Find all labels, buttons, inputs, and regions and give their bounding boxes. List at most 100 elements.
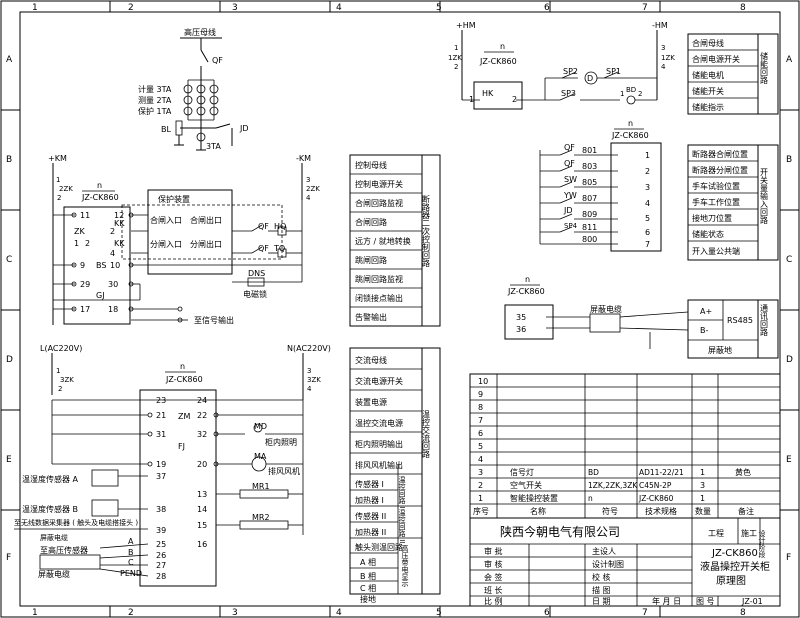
bd-label: 2	[638, 90, 642, 98]
drawing-title: JZ-CK860	[711, 548, 758, 559]
legend-side: 开关量输入回路	[760, 168, 769, 224]
jd-label: JD	[239, 124, 249, 133]
phase-label: A	[128, 537, 134, 546]
phase-label: C	[128, 558, 134, 567]
zk-label: 3ZK	[60, 376, 74, 384]
control-circuit: +KM -KM 1 2ZK 2 3 2ZK 4 n JZ-CK860 11 12…	[48, 154, 320, 325]
n-label: n	[525, 275, 530, 284]
bom-cell-no: 7	[478, 416, 483, 425]
drawing-title: 原理图	[716, 575, 746, 587]
legend-item: 合闸回路	[355, 217, 387, 227]
zm-label: ZM	[178, 412, 190, 421]
legend-item: 闭锁接点输出	[355, 293, 403, 303]
term: 9	[80, 261, 85, 270]
sp-label: SP1	[606, 67, 621, 76]
legend-item: 控制母线	[355, 160, 387, 170]
comm-rs: RS485	[727, 316, 753, 325]
row-label: A	[6, 55, 13, 65]
legend-item: 手车试验位置	[692, 181, 740, 191]
legend-item: 控制电源开关	[355, 179, 403, 189]
col-label: 1	[32, 608, 38, 618]
tq-coil: TQ	[273, 244, 285, 253]
legend-item: 装置电源	[355, 397, 387, 407]
row-label: D	[786, 355, 793, 365]
ta-label: 保护 1TA	[138, 106, 172, 116]
l-label: L(AC220V)	[40, 344, 82, 353]
legend-item: 远方 / 就地转换	[355, 236, 411, 246]
bom-cell-qty: 1	[700, 468, 705, 477]
wire-no: 803	[582, 162, 597, 171]
legend-item: 手车工作位置	[692, 197, 740, 207]
term: 5	[645, 214, 650, 223]
contact-label: JD	[563, 206, 573, 215]
term: 32	[197, 430, 207, 439]
zk-label: 1	[56, 176, 60, 184]
qf-contact: QF	[258, 222, 269, 231]
term: 10	[110, 261, 120, 270]
term: 4	[645, 199, 650, 208]
kk-pos: 2	[85, 239, 90, 248]
input-legend: 断路器合闸位置 断路器分闸位置 手车试验位置 手车工作位置 接地刀位置 储能状态…	[687, 144, 779, 261]
ck860-box-2	[139, 389, 217, 587]
zk-label: 3	[306, 176, 310, 184]
legend-item: 储能开关	[692, 86, 724, 96]
row-label: C	[786, 255, 792, 265]
zk-label: 1	[56, 367, 60, 375]
mr1-label: MR1	[252, 482, 270, 491]
bom-cell-no: 1	[478, 494, 483, 503]
n-label: n	[97, 181, 102, 190]
zk-label: 2	[454, 63, 458, 71]
bom-cell-name: 信号灯	[510, 467, 534, 477]
term: 11	[80, 211, 90, 220]
col-label: 2	[128, 608, 134, 618]
sensor-b-label: 温湿度传感器 B	[22, 504, 78, 514]
row-label: F	[786, 553, 791, 563]
stage-label: 工程	[708, 529, 724, 538]
legend-side: 储能回路	[760, 51, 769, 84]
legend-group: 温控回路 I	[398, 475, 406, 508]
gj-label: GJ	[96, 291, 105, 300]
term: 23	[156, 396, 166, 405]
km-neg-label: -KM	[296, 154, 311, 163]
term: 20	[197, 460, 207, 469]
prot-label: 分闸入口	[150, 240, 182, 249]
contact-label: SW	[564, 175, 577, 184]
bs-label: BS	[96, 261, 106, 270]
zk-label: 3	[307, 367, 311, 375]
legend-item: 交流母线	[355, 355, 387, 365]
tb-left: 审 核	[484, 559, 503, 569]
col-label: 6	[544, 608, 550, 618]
ma-desc: 排风风机	[268, 466, 300, 476]
prot-label: 合闸出口	[190, 215, 222, 225]
device-label: JZ-CK860	[165, 375, 203, 384]
row-label: E	[786, 455, 792, 465]
col-label: 5	[436, 3, 442, 13]
bom-cell-no: 4	[478, 455, 483, 464]
tb-date: 年 月 日	[652, 596, 681, 606]
term: 12	[114, 211, 124, 220]
bom-cell-no: 3	[478, 468, 483, 477]
mr2-label: MR2	[252, 513, 270, 522]
fj-label: FJ	[178, 442, 185, 451]
tb-mid: 校 核	[592, 572, 611, 582]
hq-coil: HQ	[274, 222, 286, 231]
zk-label: 2ZK	[306, 185, 320, 193]
sp-label: SP3	[561, 89, 576, 98]
bom-cell-no: 10	[478, 377, 488, 386]
zk-label: 2ZK	[59, 185, 73, 193]
col-label: 4	[336, 608, 342, 618]
n-label: n	[628, 119, 633, 128]
bom-header: 符号	[602, 506, 618, 516]
kk-pos: 1	[74, 239, 79, 248]
wireless-label: 至无线数据采集器 ( 触头及电缆搭接头 )	[14, 518, 138, 527]
term: 4	[110, 249, 115, 258]
bom-cell-no: 9	[478, 390, 483, 399]
tb-left: 比 例	[484, 596, 503, 606]
row-labels-right: A B C D E F	[786, 55, 793, 563]
term: 28	[156, 572, 166, 581]
ta-label: 测量 2TA	[138, 96, 172, 105]
term: 2	[645, 167, 650, 176]
term: 35	[516, 313, 526, 322]
bom-cell-spec: JZ-CK860	[638, 494, 674, 503]
